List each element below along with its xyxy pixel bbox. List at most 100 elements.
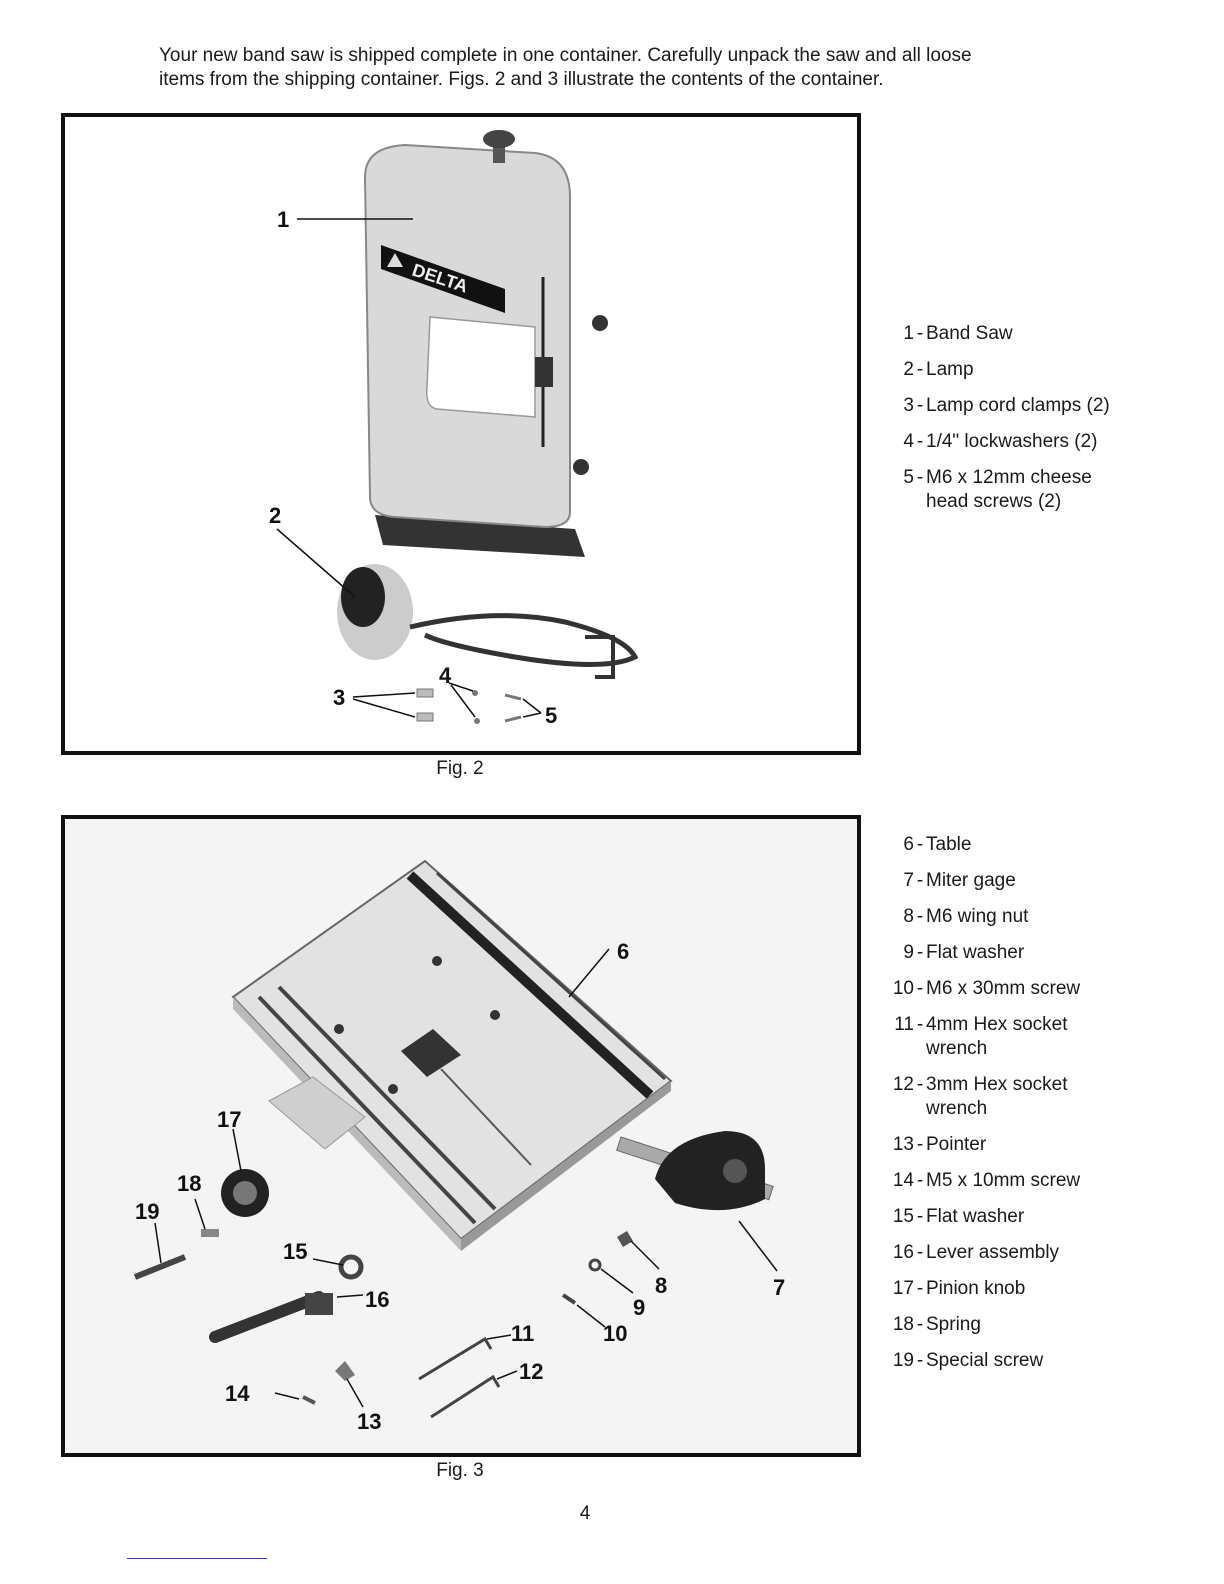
- part-item: 4-1/4" lockwashers (2): [880, 430, 1120, 454]
- part-number: 9: [903, 942, 914, 963]
- callout-18: 18: [177, 1171, 201, 1196]
- part-dash: -: [916, 431, 924, 452]
- table-parts-illustration: 6 7 8 9 10 11 12 13 14 15 16 17 18 19: [133, 859, 785, 1434]
- part-dash: -: [916, 1074, 924, 1095]
- part-item: 15-Flat washer: [880, 1205, 1120, 1229]
- part-dash: -: [916, 1242, 924, 1263]
- cord-clamp-icon: [416, 688, 434, 698]
- callout-6: 6: [617, 939, 629, 964]
- blade-guide: [535, 357, 553, 387]
- leader-line: [154, 1222, 162, 1264]
- part-item: 9-Flat washer: [880, 941, 1120, 965]
- part-dash: -: [916, 978, 924, 999]
- callout-8: 8: [655, 1273, 667, 1298]
- part-item: 8-M6 wing nut: [880, 905, 1120, 929]
- part-number: 5: [903, 467, 914, 488]
- table-insert: [401, 1029, 461, 1077]
- callout-19: 19: [135, 1199, 159, 1224]
- leader-line: [448, 682, 474, 692]
- part-number: 11: [894, 1014, 914, 1035]
- lockwasher-icon: [474, 718, 480, 724]
- part-dash: -: [916, 1134, 924, 1155]
- part-dash: -: [916, 359, 924, 380]
- part-number: 8: [903, 906, 914, 927]
- part-name: 3mm Hex socket wrench: [926, 1074, 1068, 1119]
- part-dash: -: [916, 1014, 924, 1035]
- part-dash: -: [916, 1314, 924, 1335]
- part-number: 17: [892, 1278, 914, 1299]
- callout-17: 17: [217, 1107, 241, 1132]
- part-number: 2: [903, 359, 914, 380]
- leader-line: [568, 948, 610, 998]
- callout-14: 14: [225, 1381, 250, 1406]
- parts-list-fig2: 1-Band Saw 2-Lamp 3-Lamp cord clamps (2)…: [880, 322, 1120, 526]
- callout-12: 12: [519, 1359, 543, 1384]
- lockwasher-icon: [472, 690, 478, 696]
- leader-line: [450, 684, 476, 718]
- part-number: 19: [892, 1350, 914, 1371]
- table-groove: [277, 985, 497, 1211]
- trunnion: [268, 1076, 366, 1150]
- part-name: Flat washer: [926, 942, 1025, 963]
- pinion-knob-center: [233, 1181, 257, 1205]
- table-groove: [257, 995, 477, 1225]
- callout-13: 13: [357, 1409, 381, 1434]
- lever-icon: [209, 1291, 325, 1343]
- leader-line: [276, 528, 356, 598]
- figure-2-frame: DELTA 1 2 3 4 5: [61, 113, 861, 755]
- part-number: 7: [903, 870, 914, 891]
- part-number: 15: [892, 1206, 914, 1227]
- part-dash: -: [916, 834, 924, 855]
- part-number: 6: [903, 834, 914, 855]
- cord-clamp-icon: [416, 712, 434, 722]
- leader-line: [194, 1198, 206, 1230]
- table-hole: [432, 956, 442, 966]
- side-knob-upper-icon: [592, 315, 608, 331]
- leader-line: [346, 1378, 364, 1408]
- part-name: M6 x 30mm screw: [926, 978, 1081, 999]
- lamp-head-icon: [341, 567, 385, 627]
- part-dash: -: [916, 870, 924, 891]
- brand-plate: [381, 245, 505, 313]
- part-dash: -: [916, 942, 924, 963]
- part-dash: -: [916, 395, 924, 416]
- part-number: 4: [903, 431, 914, 452]
- part-name: Band Saw: [926, 323, 1013, 344]
- part-item: 1-Band Saw: [880, 322, 1120, 346]
- leader-line: [486, 1334, 512, 1340]
- leader-line: [576, 1304, 606, 1328]
- part-name: 4mm Hex socket wrench: [926, 1014, 1068, 1059]
- table-hole: [334, 1024, 344, 1034]
- spring-icon: [201, 1229, 219, 1237]
- part-item: 19-Special screw: [880, 1349, 1120, 1373]
- callout-10: 10: [603, 1321, 627, 1346]
- miter-gage-head: [655, 1131, 765, 1211]
- miter-knob-icon: [723, 1159, 747, 1183]
- table-hole: [388, 1084, 398, 1094]
- part-name: M6 x 12mm cheese head screws (2): [926, 467, 1092, 512]
- part-number: 3: [903, 395, 914, 416]
- part-dash: -: [916, 1170, 924, 1191]
- band-saw-illustration: DELTA 1 2 3 4 5: [269, 130, 639, 728]
- leader-line: [630, 1240, 660, 1270]
- hex-wrench-3mm-icon: [430, 1374, 501, 1419]
- part-item: 18-Spring: [880, 1313, 1120, 1337]
- part-name: Table: [926, 834, 972, 855]
- part-item: 17-Pinion knob: [880, 1277, 1120, 1301]
- parts-list-fig3: 6-Table 7-Miter gage 8-M6 wing nut 9-Fla…: [880, 833, 1120, 1385]
- lamp-cord: [409, 613, 639, 667]
- callout-15: 15: [283, 1239, 307, 1264]
- part-item: 7-Miter gage: [880, 869, 1120, 893]
- part-item: 13-Pointer: [880, 1133, 1120, 1157]
- part-item: 10-M6 x 30mm screw: [880, 977, 1120, 1001]
- part-number: 13: [892, 1134, 914, 1155]
- special-screw-icon: [133, 1254, 187, 1280]
- m5-screw-icon: [302, 1395, 316, 1405]
- part-item: 11-4mm Hex socket wrench: [880, 1013, 1120, 1061]
- part-dash: -: [916, 1206, 924, 1227]
- page-number: 4: [579, 1503, 591, 1524]
- part-name: Miter gage: [926, 870, 1016, 891]
- lever-hub: [305, 1293, 333, 1315]
- part-number: 18: [892, 1314, 914, 1335]
- wing-nut-icon: [617, 1231, 633, 1247]
